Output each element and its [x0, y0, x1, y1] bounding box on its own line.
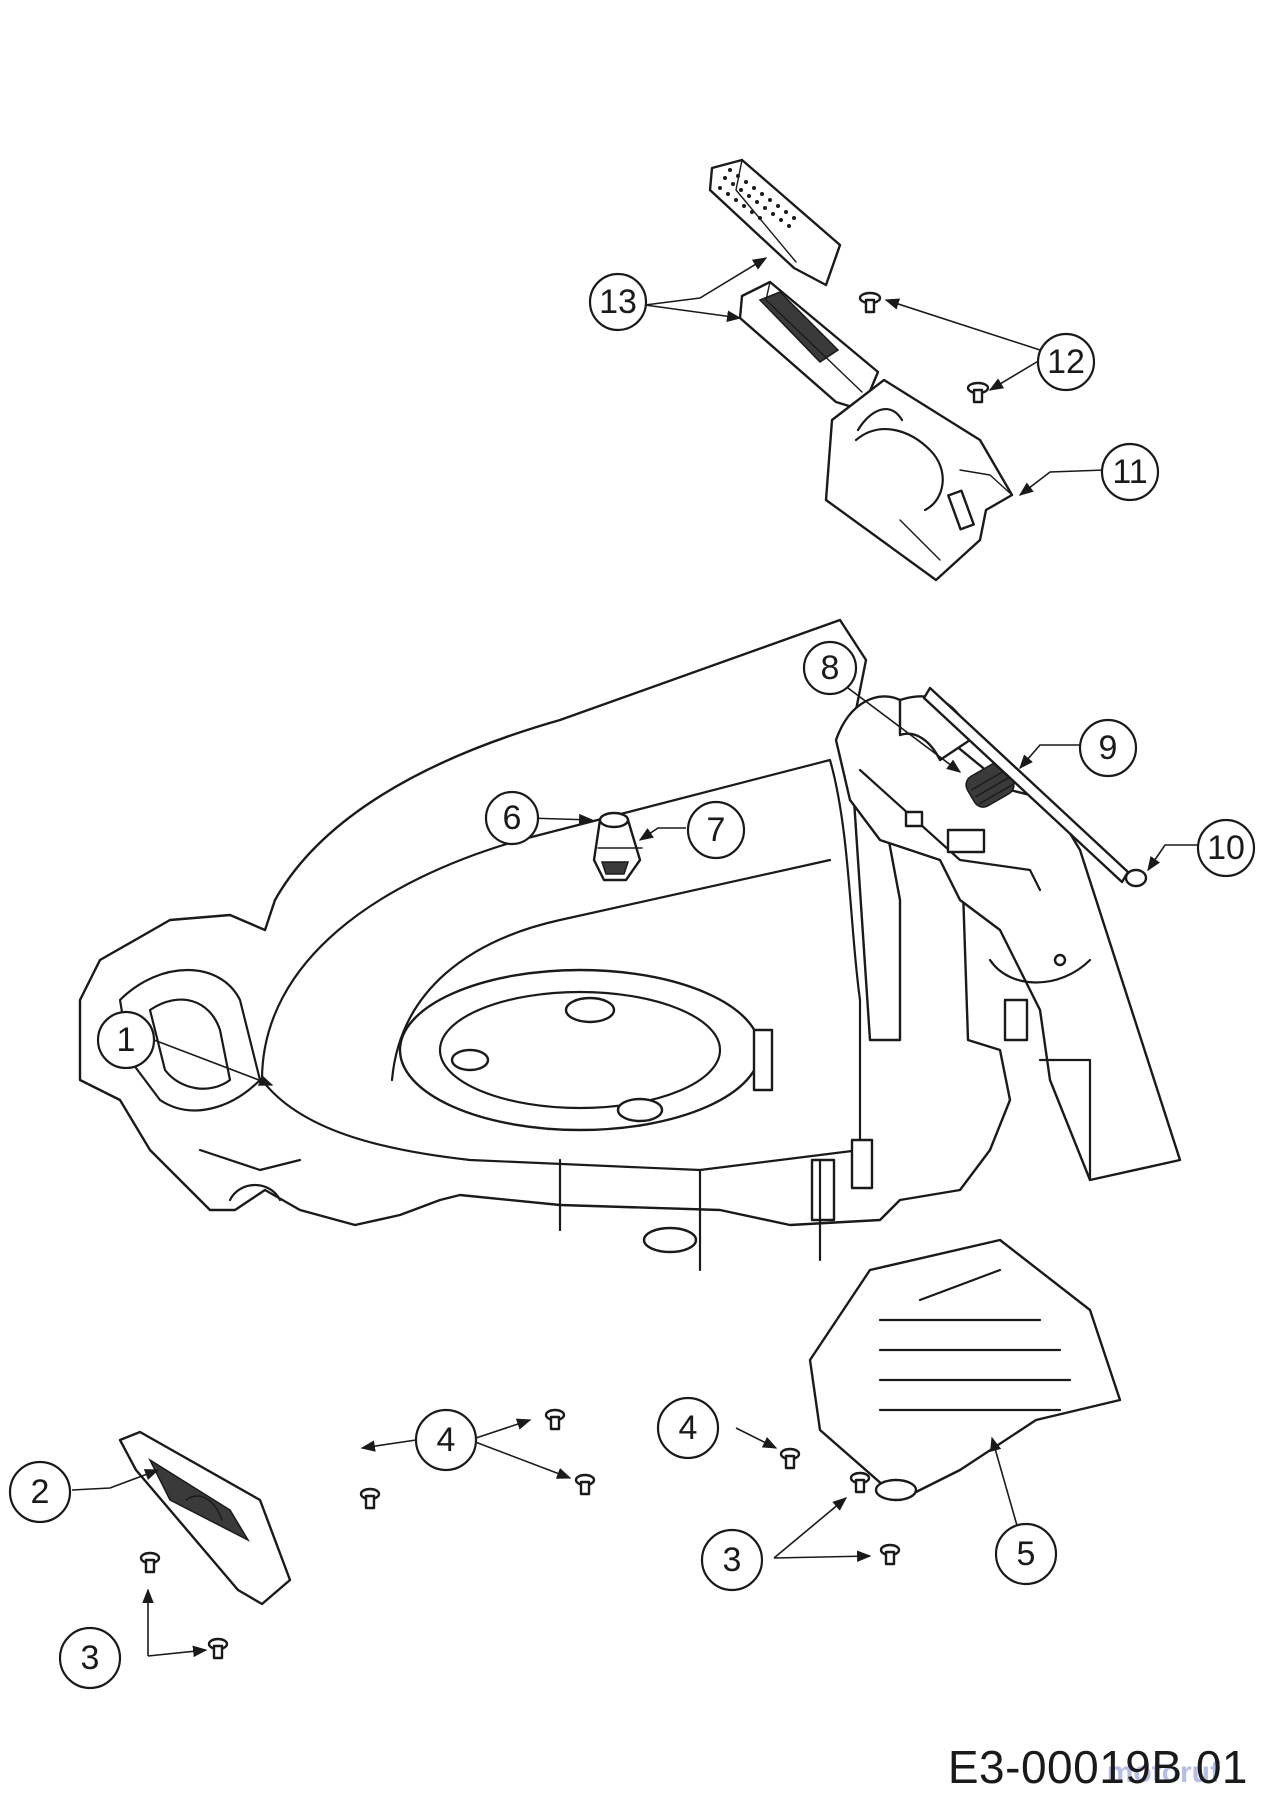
part-10-rod-cap [1124, 868, 1148, 888]
callout-10: 10 [1196, 818, 1256, 878]
part-8-torsion-spring [965, 762, 1015, 808]
callout-1: 1 [96, 1010, 156, 1070]
callout-12: 12 [1036, 332, 1096, 392]
svg-text:8: 8 [821, 649, 840, 687]
callout-5: 5 [994, 1522, 1058, 1586]
svg-text:1: 1 [117, 1021, 136, 1059]
part-4-screw [574, 1473, 596, 1496]
watermark: motoruf [1106, 1756, 1220, 1789]
part-13-hinge-frame [738, 280, 880, 412]
svg-text:11: 11 [1112, 453, 1147, 491]
rear-chute-wall [834, 695, 1182, 1182]
svg-text:3: 3 [81, 1639, 100, 1677]
drawing-code: E3-00019B 01 [947, 1741, 1248, 1793]
svg-text:5: 5 [1017, 1535, 1036, 1573]
callout-9: 9 [1078, 718, 1138, 778]
part-6-7-adjuster [592, 811, 643, 882]
svg-text:4: 4 [437, 1421, 456, 1459]
callout-6: 6 [484, 790, 540, 846]
part-12-screw-lower [966, 381, 990, 404]
part-3-screw [879, 1543, 901, 1566]
callout-11: 11 [1100, 442, 1160, 502]
svg-text:12: 12 [1047, 343, 1085, 381]
part-12-screw-upper [858, 291, 882, 314]
part-3-screw [849, 1471, 871, 1494]
callout-4-right: 4 [656, 1396, 720, 1460]
part-5-deflector [808, 1238, 1122, 1502]
svg-text:4: 4 [679, 1409, 698, 1447]
callout-3-right: 3 [700, 1528, 764, 1592]
part-4-screw [359, 1487, 381, 1510]
svg-text:13: 13 [599, 283, 637, 321]
svg-text:6: 6 [503, 799, 522, 837]
part-2-bracket [118, 1430, 292, 1606]
callout-3-left: 3 [58, 1626, 122, 1690]
part-4-screw [779, 1447, 801, 1470]
svg-text:9: 9 [1099, 729, 1118, 767]
svg-text:3: 3 [723, 1541, 742, 1579]
svg-text:10: 10 [1207, 829, 1245, 867]
svg-text:2: 2 [31, 1473, 50, 1511]
part-4-screw [544, 1408, 566, 1431]
callout-7: 7 [686, 800, 746, 860]
part-13-cover-flap [708, 158, 842, 287]
part-3-screw [207, 1637, 229, 1660]
part-11-chute-housing [824, 378, 1014, 582]
svg-text:7: 7 [707, 811, 726, 849]
callout-2: 2 [8, 1460, 72, 1524]
callout-8: 8 [802, 640, 858, 696]
part-3-screw [139, 1551, 161, 1574]
part-9-hinge-rod [922, 686, 1130, 884]
part-1-mower-deck [78, 618, 1012, 1272]
leader-lines [71, 257, 1198, 1658]
callout-4-left: 4 [414, 1408, 478, 1472]
callout-13: 13 [588, 272, 648, 332]
screw-group [139, 1408, 901, 1660]
